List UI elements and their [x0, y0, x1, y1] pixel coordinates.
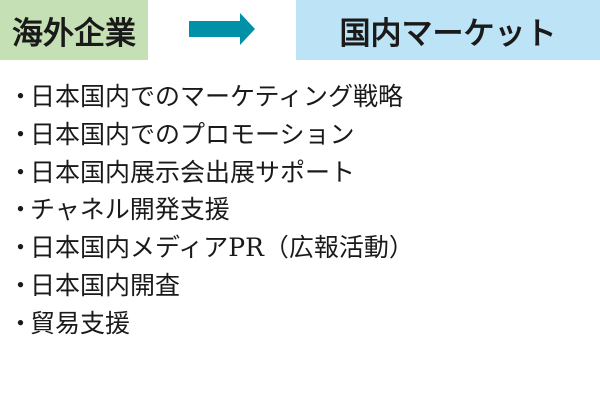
list-item-label: チャネル開発支援 — [30, 195, 230, 225]
list-item: ・日本国内でのマーケティング戦略 — [8, 78, 414, 116]
list-item: ・貿易支援 — [8, 305, 414, 343]
list-item-label: 日本国内開査 — [30, 270, 181, 300]
bullet: ・ — [8, 82, 34, 111]
list-item: ・日本国内開査 — [8, 267, 414, 305]
bullet: ・ — [8, 233, 34, 263]
list-item: ・日本国内展示会出展サポート — [8, 154, 414, 192]
source-label: 海外企業 — [12, 15, 136, 52]
list-item-label: 日本国内でのマーケティング戦略 — [30, 82, 404, 111]
bullet: ・ — [8, 308, 34, 338]
domestic-market-box: 国内マーケット — [296, 0, 600, 60]
service-list: ・日本国内でのマーケティング戦略 ・日本国内でのプロモーション ・日本国内展示会… — [8, 78, 414, 343]
list-item-label: 日本国内展示会出展サポート — [30, 157, 356, 187]
bullet: ・ — [8, 119, 34, 149]
bullet: ・ — [8, 157, 34, 187]
right-arrow-icon — [189, 13, 255, 45]
list-item: ・チャネル開発支援 — [8, 191, 414, 229]
list-item-label: 貿易支援 — [30, 308, 131, 338]
overseas-companies-box: 海外企業 — [0, 0, 148, 60]
target-label: 国内マーケット — [339, 15, 557, 52]
list-item: ・日本国内でのプロモーション — [8, 116, 414, 154]
list-item-label: 日本国内でのプロモーション — [30, 119, 355, 149]
bullet: ・ — [8, 270, 34, 300]
list-item-label: 日本国内メディアPR（広報活動） — [30, 233, 414, 263]
list-item: ・日本国内メディアPR（広報活動） — [8, 229, 414, 267]
bullet: ・ — [8, 195, 34, 225]
